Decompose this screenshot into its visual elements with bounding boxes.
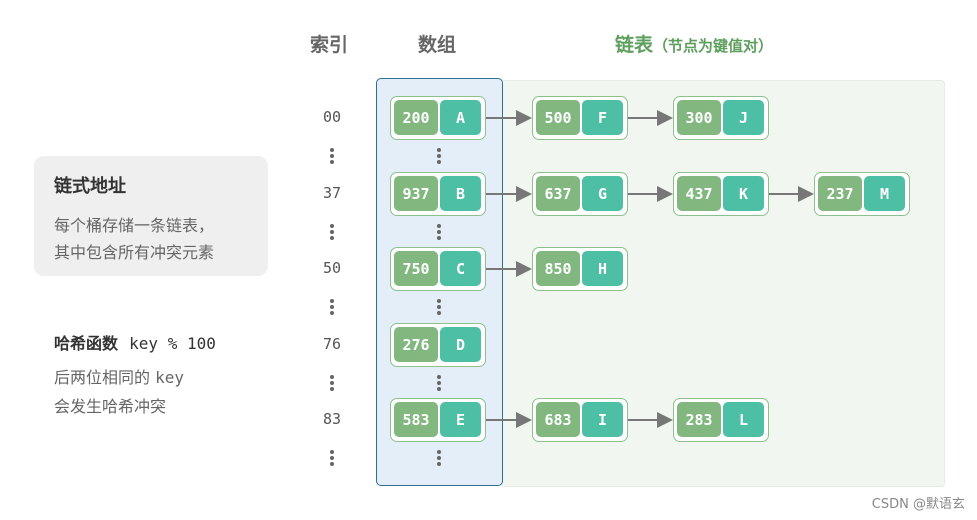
watermark: CSDN @默语玄 — [871, 497, 965, 512]
node-key: 283 — [677, 402, 721, 437]
node-key: 437 — [677, 176, 721, 211]
list-header-title: 链表 — [615, 34, 654, 56]
node-key: 683 — [536, 402, 580, 437]
node-key: 850 — [536, 251, 580, 286]
hash-desc-line-1: 后两位相同的 key — [54, 364, 184, 388]
node-value: F — [582, 100, 623, 135]
node-value: G — [582, 176, 623, 211]
node-value: E — [440, 402, 481, 437]
array-ellipsis — [436, 375, 442, 391]
array-ellipsis — [436, 299, 442, 315]
node-key: 276 — [394, 327, 438, 362]
node-value: L — [723, 402, 764, 437]
node-key: 937 — [394, 176, 438, 211]
node-value: M — [864, 176, 905, 211]
array-column-header: 数组 — [418, 34, 457, 56]
array-ellipsis — [436, 450, 442, 466]
array-ellipsis — [436, 224, 442, 240]
hash-function-label: 哈希函数 — [54, 334, 119, 353]
hash-function-code: key % 100 — [129, 334, 216, 353]
bucket-index: 50 — [322, 259, 342, 277]
node-key: 237 — [818, 176, 862, 211]
node-key: 637 — [536, 176, 580, 211]
bucket-index: 83 — [322, 410, 342, 428]
node-value: J — [723, 100, 764, 135]
index-ellipsis — [329, 224, 335, 240]
node-value: K — [723, 176, 764, 211]
chaining-title: 链式地址 — [54, 176, 126, 197]
node-value: I — [582, 402, 623, 437]
node-key: 500 — [536, 100, 580, 135]
chaining-info-box: 链式地址 每个桶存储一条链表， 其中包含所有冲突元素 — [34, 156, 268, 276]
bucket-index: 00 — [322, 108, 342, 126]
chaining-desc-line-2: 其中包含所有冲突元素 — [54, 243, 215, 262]
hash-desc-code: key — [155, 368, 185, 387]
node-value: C — [440, 251, 481, 286]
index-ellipsis — [329, 299, 335, 315]
chaining-desc-line-1: 每个桶存储一条链表， — [54, 216, 215, 235]
node-key: 200 — [394, 100, 438, 135]
array-ellipsis — [436, 148, 442, 164]
hash-function-title: 哈希函数 key % 100 — [54, 330, 216, 354]
bucket-index: 76 — [322, 335, 342, 353]
node-value: A — [440, 100, 481, 135]
node-key: 750 — [394, 251, 438, 286]
node-key: 300 — [677, 100, 721, 135]
index-column-header: 索引 — [310, 34, 349, 56]
node-value: H — [582, 251, 623, 286]
node-key: 583 — [394, 402, 438, 437]
index-ellipsis — [329, 148, 335, 164]
index-ellipsis — [329, 450, 335, 466]
list-header-subtitle: （节点为键值对） — [653, 37, 774, 55]
node-value: B — [440, 176, 481, 211]
list-column-header: 链表（节点为键值对） — [615, 30, 773, 57]
hash-desc-line-2: 会发生哈希冲突 — [54, 397, 167, 416]
bucket-index: 37 — [322, 184, 342, 202]
hash-desc-prefix: 后两位相同的 — [54, 368, 151, 387]
node-value: D — [440, 327, 481, 362]
index-ellipsis — [329, 375, 335, 391]
